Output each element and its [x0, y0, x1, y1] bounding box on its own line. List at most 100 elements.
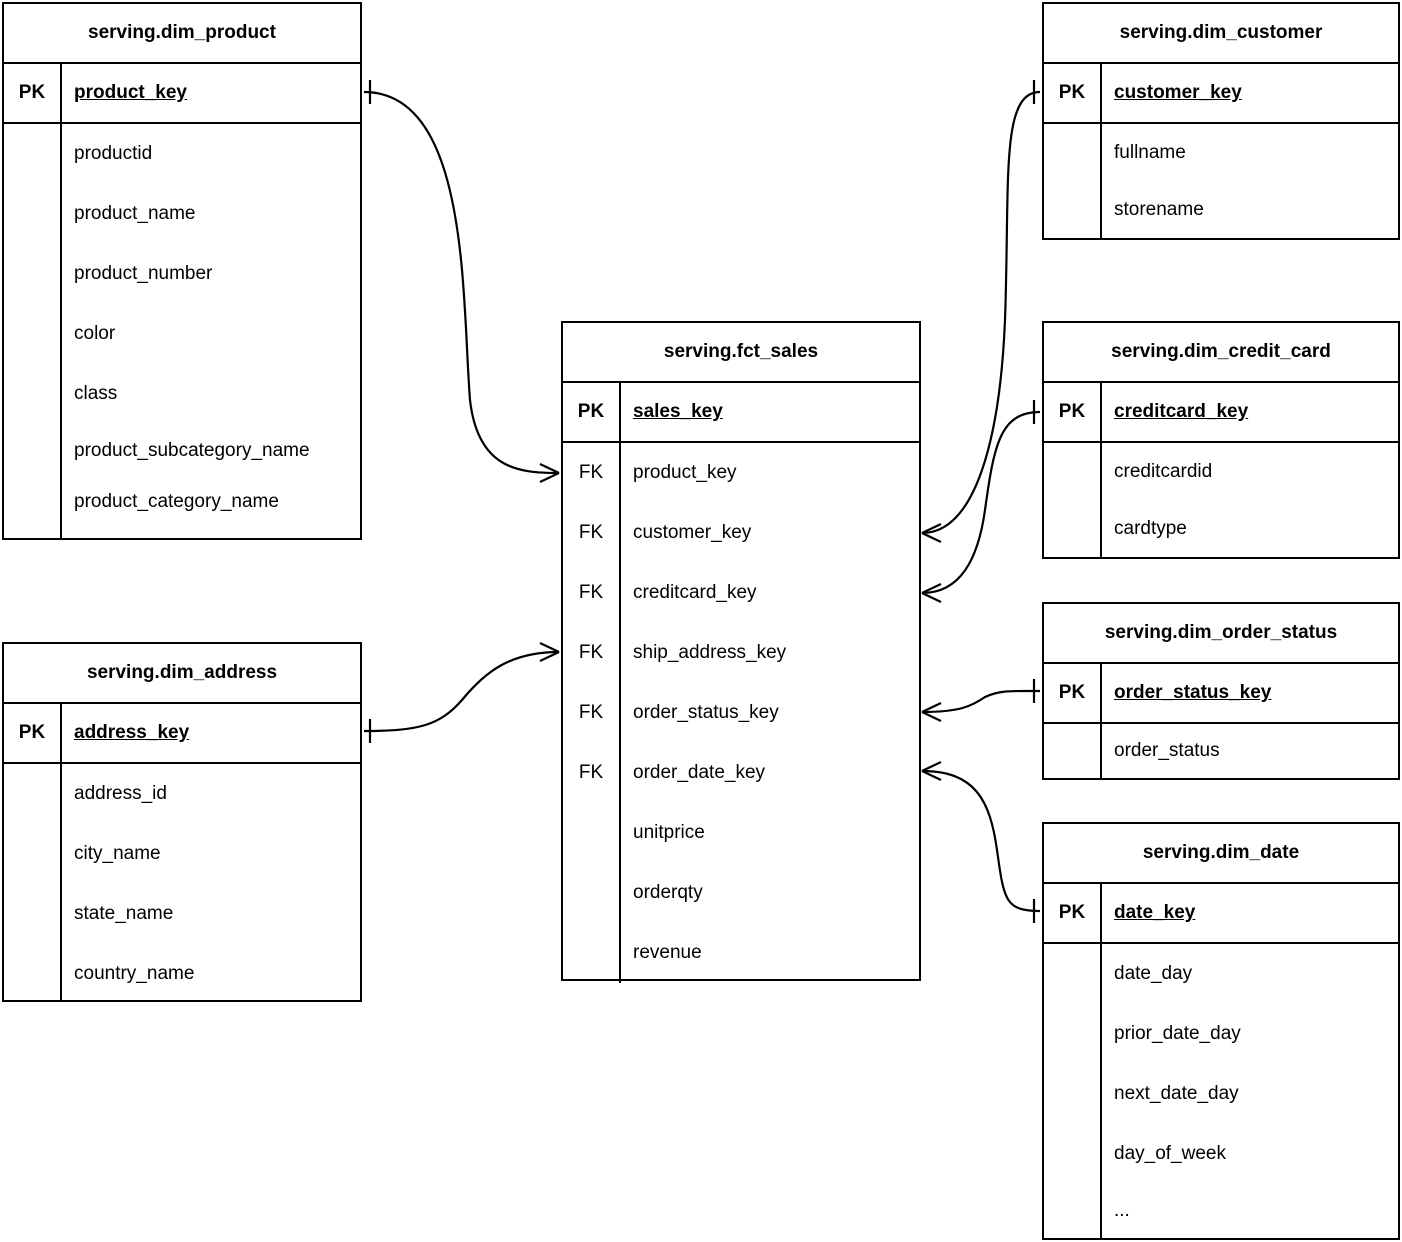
attribute-row: class [74, 383, 118, 404]
entity-rows-dim-order-status: PK order_status_key order_status [1044, 664, 1398, 778]
attribute-row: product_name [74, 203, 196, 224]
attribute-row: cardtype [1114, 517, 1187, 539]
fk-badge: FK [563, 623, 621, 683]
pk-badge: PK [1044, 64, 1102, 122]
crowsfoot-order-status-a [921, 702, 942, 713]
entity-dim-customer[interactable]: serving.dim_customer PK customer_key ful… [1042, 2, 1400, 240]
attribute-row: next_date_day [1114, 1083, 1239, 1104]
key-column-spacer [563, 863, 621, 923]
pk-row-dim-order-status[interactable]: PK order_status_key [1044, 664, 1398, 724]
attribute-row: product_number [74, 263, 213, 284]
entity-rows-dim-credit-card: PK creditcard_key creditcardid cardtype [1044, 383, 1398, 557]
fk-badge: FK [563, 683, 621, 743]
pk-badge: PK [1044, 664, 1102, 722]
measure-row-revenue: revenue [563, 923, 919, 983]
relationship-order-status [921, 679, 1041, 722]
fk-field-customer-key: customer_key [633, 522, 752, 543]
relationship-date [921, 761, 1041, 923]
entity-title-dim-order-status: serving.dim_order_status [1044, 604, 1398, 664]
attribute-row: country_name [74, 963, 195, 984]
attribute-row: storename [1114, 198, 1204, 220]
pk-field-address-key: address_key [74, 722, 190, 743]
pk-badge: PK [4, 64, 62, 122]
crowsfoot-address-a [539, 642, 560, 653]
entity-dim-date[interactable]: serving.dim_date PK date_key date_day pr… [1042, 822, 1400, 1240]
fk-field-order-status-key: order_status_key [633, 702, 779, 723]
attribute-block-dim-order-status: order_status [1044, 724, 1398, 778]
relationship-customer [921, 80, 1041, 543]
key-column-spacer [4, 124, 62, 538]
key-column-spacer [563, 803, 621, 863]
attribute-list-dim-order-status: order_status [1102, 724, 1398, 778]
attribute-list-dim-address: address_id city_name state_name country_… [62, 764, 360, 1000]
fk-row-product-key[interactable]: FK product_key [563, 443, 919, 503]
attribute-block-dim-customer: fullname storename [1044, 124, 1398, 238]
key-column-spacer [1044, 724, 1102, 778]
pk-field-customer-key: customer_key [1114, 82, 1242, 103]
measure-row-unitprice: unitprice [563, 803, 919, 863]
key-column-spacer [1044, 124, 1102, 238]
key-column-spacer [1044, 944, 1102, 1238]
fk-badge: FK [563, 743, 621, 803]
pk-badge: PK [563, 383, 621, 441]
entity-rows-dim-date: PK date_key date_day prior_date_day next… [1044, 884, 1398, 1238]
pk-row-dim-customer[interactable]: PK customer_key [1044, 64, 1398, 124]
crowsfoot-order-status-b [921, 711, 942, 722]
fk-row-order-status-key[interactable]: FK order_status_key [563, 683, 919, 743]
pk-field-creditcard-key: creditcard_key [1114, 401, 1249, 422]
measure-field-unitprice: unitprice [633, 822, 705, 843]
attribute-row: product_category_name [74, 491, 279, 512]
fk-row-customer-key[interactable]: FK customer_key [563, 503, 919, 563]
entity-rows-dim-customer: PK customer_key fullname storename [1044, 64, 1398, 238]
entity-fct-sales[interactable]: serving.fct_sales PK sales_key FK produc… [561, 321, 921, 983]
attribute-block-dim-product: productid product_name product_number co… [4, 124, 360, 538]
pk-field-order-status-key: order_status_key [1114, 682, 1272, 703]
crowsfoot-creditcard-b [921, 592, 942, 603]
attribute-row: address_id [74, 783, 167, 804]
entity-dim-order-status[interactable]: serving.dim_order_status PK order_status… [1042, 602, 1400, 780]
attribute-row: fullname [1114, 141, 1186, 163]
attribute-list-dim-customer: fullname storename [1102, 124, 1398, 238]
fk-and-measure-block: FK product_key FK customer_key FK credit… [563, 443, 919, 983]
attribute-row: order_status [1114, 740, 1220, 761]
pk-row-fct-sales[interactable]: PK sales_key [563, 383, 919, 443]
attribute-row: product_subcategory_name [74, 440, 310, 461]
measure-field-revenue: revenue [633, 942, 702, 963]
entity-title-dim-customer: serving.dim_customer [1044, 4, 1398, 64]
pk-row-dim-credit-card[interactable]: PK creditcard_key [1044, 383, 1398, 443]
attribute-row: city_name [74, 843, 161, 864]
crowsfoot-address-b [539, 651, 560, 662]
pk-row-dim-address[interactable]: PK address_key [4, 704, 360, 764]
pk-row-dim-product[interactable]: PK product_key [4, 64, 360, 124]
crowsfoot-date-a [921, 761, 942, 772]
entity-rows-fct-sales: PK sales_key FK product_key FK customer_… [563, 383, 919, 983]
crowsfoot-customer-b [921, 532, 942, 543]
attribute-list-dim-date: date_day prior_date_day next_date_day da… [1102, 944, 1398, 1238]
key-column-spacer [563, 923, 621, 983]
pk-field-sales-key: sales_key [633, 401, 723, 422]
attribute-row-ellipsis: ... [1114, 1200, 1130, 1221]
pk-field-date-key: date_key [1114, 902, 1196, 923]
pk-badge: PK [1044, 383, 1102, 441]
crowsfoot-product-b [539, 472, 560, 483]
entity-rows-dim-product: PK product_key productid product_name pr… [4, 64, 360, 538]
pk-row-dim-date[interactable]: PK date_key [1044, 884, 1398, 944]
crowsfoot-creditcard-a [921, 583, 942, 594]
fk-field-ship-address-key: ship_address_key [633, 642, 787, 663]
entity-dim-credit-card[interactable]: serving.dim_credit_card PK creditcard_ke… [1042, 321, 1400, 559]
entity-dim-product[interactable]: serving.dim_product PK product_key produ… [2, 2, 362, 540]
fk-badge: FK [563, 443, 621, 503]
pk-field-product-key: product_key [74, 82, 187, 103]
fk-row-ship-address-key[interactable]: FK ship_address_key [563, 623, 919, 683]
fk-row-order-date-key[interactable]: FK order_date_key [563, 743, 919, 803]
fk-field-creditcard-key: creditcard_key [633, 582, 757, 603]
relationship-product [363, 80, 560, 483]
fk-row-creditcard-key[interactable]: FK creditcard_key [563, 563, 919, 623]
pk-badge: PK [1044, 884, 1102, 942]
measure-row-orderqty: orderqty [563, 863, 919, 923]
relationship-address [363, 642, 560, 743]
entity-dim-address[interactable]: serving.dim_address PK address_key addre… [2, 642, 362, 1002]
attribute-list-dim-credit-card: creditcardid cardtype [1102, 443, 1398, 557]
entity-title-dim-address: serving.dim_address [4, 644, 360, 704]
